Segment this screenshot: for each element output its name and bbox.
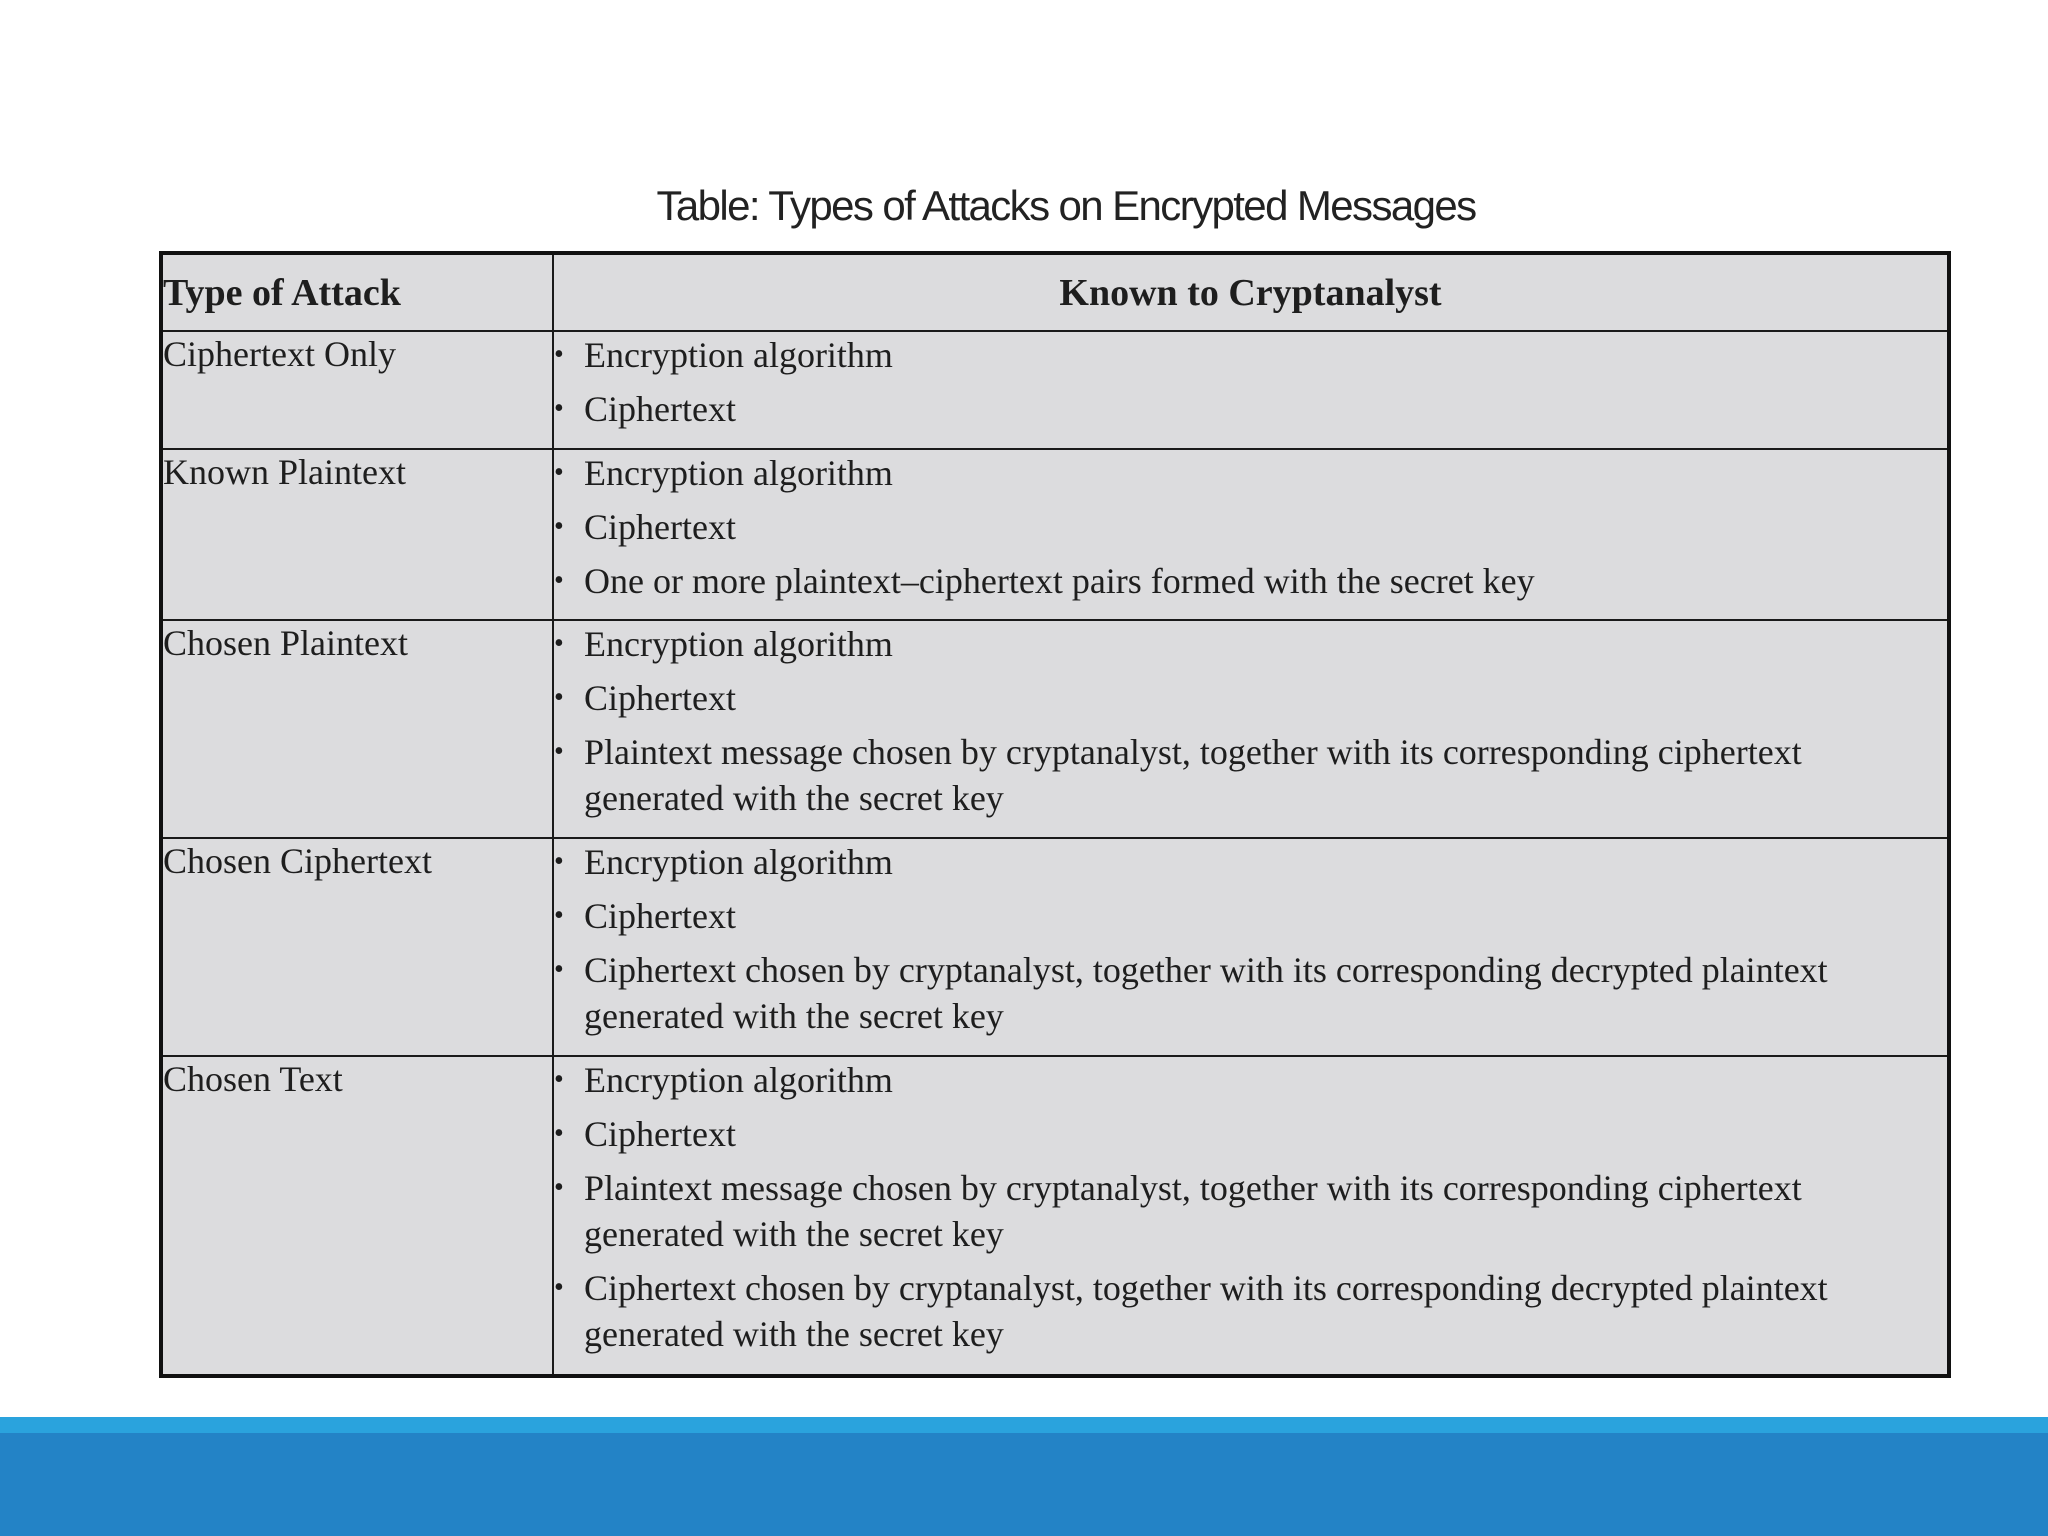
list-item: • Ciphertext xyxy=(554,675,1947,721)
list-item: • Ciphertext chosen by cryptanalyst, toge… xyxy=(554,1265,1947,1357)
known-items-cell: • Encryption algorithm • Ciphertext xyxy=(552,329,1947,451)
list-item: • Ciphertext xyxy=(554,386,1947,432)
bullet-dot-icon: • xyxy=(554,681,564,713)
table-row: Chosen Ciphertext• Encryption algorithm • C… xyxy=(163,836,1947,1058)
column-header-type-of-attack: Type of Attack xyxy=(163,255,554,332)
attack-type-cell: Chosen Plaintext xyxy=(163,618,554,839)
attack-type-cell: Known Plaintext xyxy=(163,448,554,621)
list-item: • Encryption algorithm xyxy=(554,621,1947,667)
bullet-dot-icon: • xyxy=(554,1118,564,1150)
attack-type-cell: Chosen Ciphertext xyxy=(163,836,554,1058)
known-items-list: • Encryption algorithm • Ciphertext • One or … xyxy=(554,450,1947,604)
known-item-text: Ciphertext xyxy=(584,895,736,936)
list-item: • Ciphertext xyxy=(554,1111,1947,1157)
known-item-text: Ciphertext xyxy=(584,677,736,718)
list-item: • Ciphertext xyxy=(554,893,1947,939)
list-item: • Encryption algorithm xyxy=(554,332,1947,378)
table-row: Known Plaintext• Encryption algorithm • Cip… xyxy=(163,448,1947,621)
attack-types-table-frame: Type of Attack Known to Cryptanalyst Cip… xyxy=(159,251,1951,1378)
list-item: • Ciphertext chosen by cryptanalyst, toge… xyxy=(554,947,1947,1039)
known-items-list: • Encryption algorithm • Ciphertext • Ciphert… xyxy=(554,839,1947,1039)
bullet-dot-icon: • xyxy=(554,511,564,543)
known-item-text: Ciphertext chosen by cryptanalyst, toget… xyxy=(584,1268,1828,1355)
bullet-dot-icon: • xyxy=(554,953,564,985)
bullet-dot-icon: • xyxy=(554,1064,564,1096)
table-body: Ciphertext Only•Encryption algorithm•Cip… xyxy=(163,329,1947,1374)
list-item: • Ciphertext xyxy=(554,504,1947,550)
known-items-cell: • Encryption algorithm • Ciphertext • Plainte… xyxy=(552,618,1947,839)
known-item-text: Ciphertext xyxy=(584,1114,736,1155)
known-item-text: Encryption algorithm xyxy=(584,841,893,882)
known-item-text: Encryption algorithm xyxy=(584,335,893,375)
attack-type-cell: Chosen Text xyxy=(163,1055,554,1374)
bullet-dot-icon: • xyxy=(554,627,564,659)
slide-title: Table: Types of Attacks on Encrypted Mes… xyxy=(656,182,1477,229)
known-item-text: Plaintext message chosen by cryptanalyst… xyxy=(584,1168,1802,1255)
bullet-dot-icon: • xyxy=(554,735,564,767)
footer-accent-stripe xyxy=(0,1417,2048,1433)
known-items-cell: • Encryption algorithm • Ciphertext • Ciphert… xyxy=(552,836,1947,1058)
known-item-text: Ciphertext xyxy=(584,389,736,429)
list-item: • Plaintext message chosen by cryptanalys… xyxy=(554,1165,1947,1257)
bullet-dot-icon: • xyxy=(554,899,564,931)
bullet-dot-icon: • xyxy=(554,393,564,424)
known-item-text: Encryption algorithm xyxy=(584,1060,893,1101)
attack-types-table: Type of Attack Known to Cryptanalyst Cip… xyxy=(163,255,1947,1374)
known-items-cell: • Encryption algorithm • Ciphertext • Plainte… xyxy=(552,1055,1947,1374)
bullet-dot-icon: • xyxy=(554,457,564,489)
bullet-dot-icon: • xyxy=(554,565,564,597)
bullet-dot-icon: • xyxy=(554,339,564,370)
known-items-list: • Encryption algorithm • Ciphertext • Plainte… xyxy=(554,1057,1947,1357)
known-items-list: • Encryption algorithm • Ciphertext xyxy=(554,332,1947,432)
list-item: • Encryption algorithm xyxy=(554,1057,1947,1103)
list-item: • Encryption algorithm xyxy=(554,450,1947,496)
known-item-text: One or more plaintext–ciphertext pairs f… xyxy=(584,561,1535,602)
attack-type-cell: Ciphertext Only xyxy=(163,329,554,451)
known-item-text: Encryption algorithm xyxy=(584,623,893,664)
table-row: Ciphertext Only• Encryption algorithm • Cip… xyxy=(163,329,1947,451)
table-row: Chosen Text• Encryption algorithm • Ciphert… xyxy=(163,1055,1947,1374)
footer-bar xyxy=(0,1433,2048,1536)
table-row: Chosen Plaintext• Encryption algorithm • Ci… xyxy=(163,618,1947,839)
known-item-text: Plaintext message chosen by cryptanalyst… xyxy=(584,731,1802,818)
known-item-text: Encryption algorithm xyxy=(584,453,893,494)
known-items-cell: • Encryption algorithm • Ciphertext • One or … xyxy=(552,448,1947,621)
list-item: • Encryption algorithm xyxy=(554,839,1947,885)
known-items-list: • Encryption algorithm • Ciphertext • Plainte… xyxy=(554,621,1947,821)
column-header-known-to-cryptanalyst: Known to Cryptanalyst xyxy=(552,255,1947,332)
table-header-row: Type of Attack Known to Cryptanalyst xyxy=(163,255,1947,332)
bullet-dot-icon: • xyxy=(554,1272,564,1304)
known-item-text: Ciphertext chosen by cryptanalyst, toget… xyxy=(584,949,1828,1036)
bullet-dot-icon: • xyxy=(554,845,564,877)
list-item: • Plaintext message chosen by cryptanalys… xyxy=(554,729,1947,821)
known-item-text: Ciphertext xyxy=(584,507,736,548)
list-item: • One or more plaintext–ciphertext pairs … xyxy=(554,558,1947,604)
bullet-dot-icon: • xyxy=(554,1172,564,1204)
